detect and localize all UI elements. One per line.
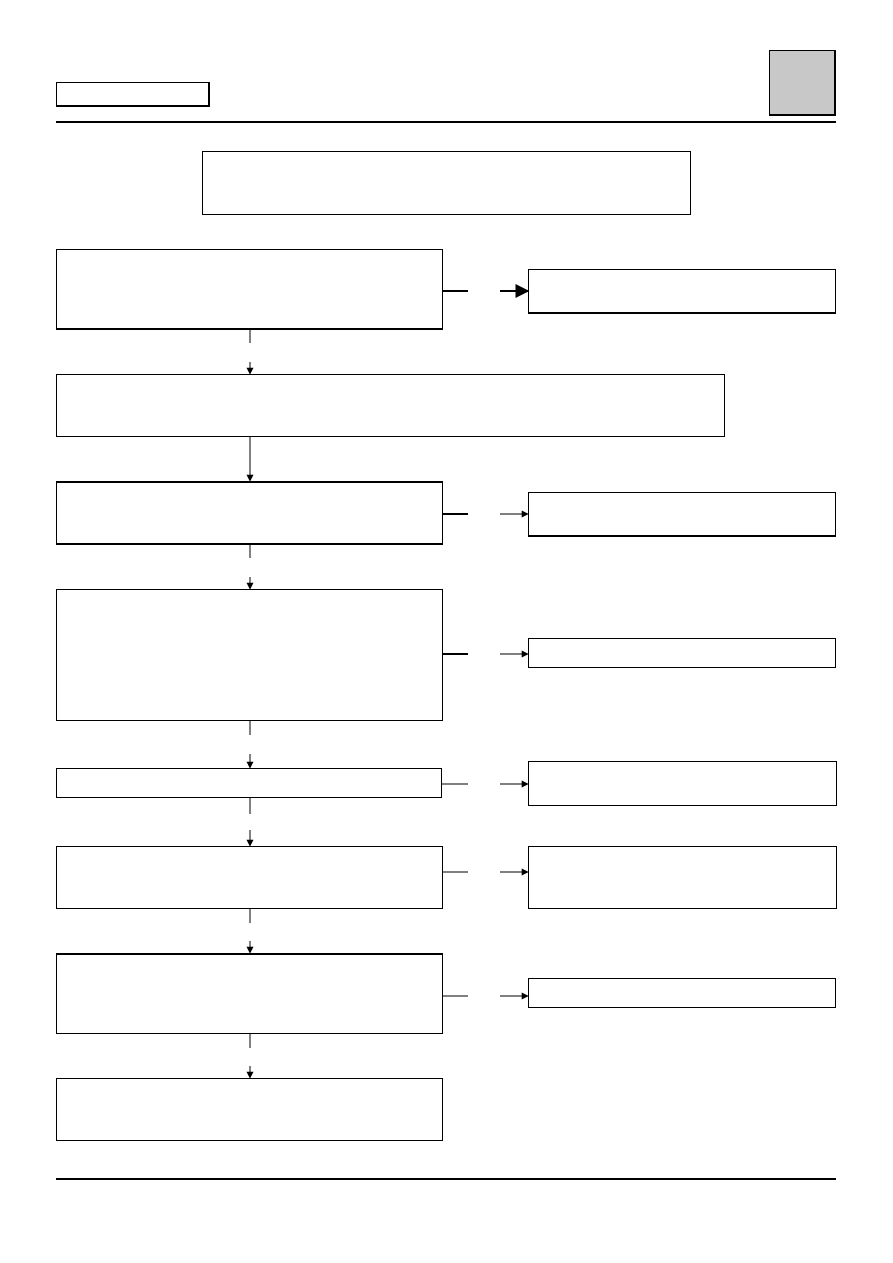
flow-outcome-4 [528,761,837,806]
footer-text [56,1186,836,1202]
flow-step-3 [56,481,443,545]
flow-step-6 [56,846,443,909]
footer-rule [56,1178,836,1180]
flow-outcome-2 [528,492,836,537]
flow-outcome-6 [528,978,836,1008]
flow-step-7 [56,953,443,1034]
reference-field [56,82,210,107]
title-box [202,151,691,215]
flow-step-4 [56,589,443,721]
header-rule [56,121,836,123]
section-tab [769,50,836,116]
flow-step-1 [56,249,443,330]
flow-outcome-3 [528,638,836,668]
flow-step-8 [56,1078,443,1141]
flow-outcome-5 [528,846,837,909]
flow-step-2 [56,374,725,437]
flow-outcome-1 [528,269,836,314]
